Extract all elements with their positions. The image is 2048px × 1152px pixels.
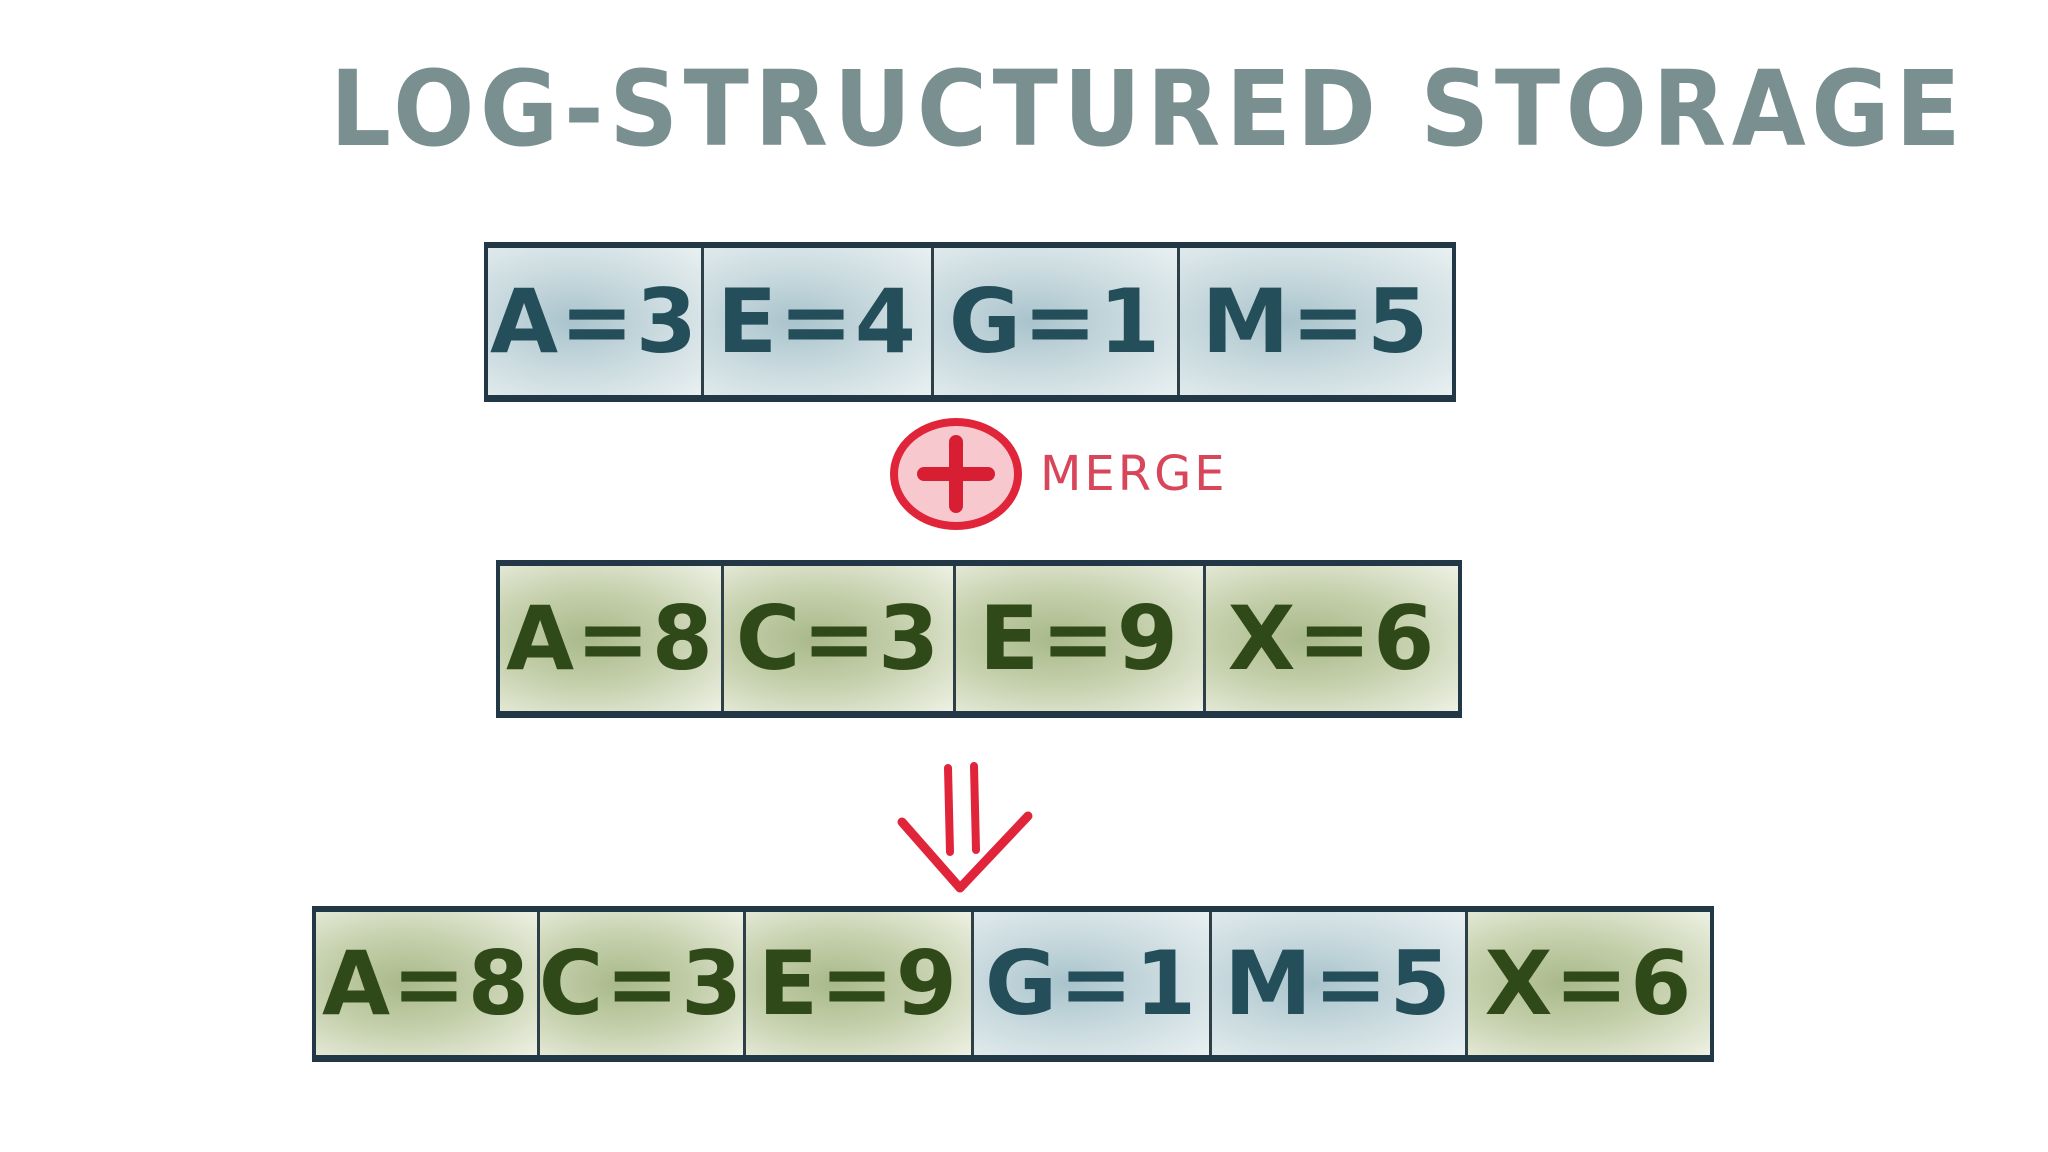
- segment-2-cell: A=8: [500, 566, 724, 711]
- merged-segment-cell: M=5: [1212, 912, 1468, 1055]
- double-down-arrow-icon: [897, 762, 1033, 893]
- segment-1-cell: A=3: [488, 248, 704, 395]
- merge-label: MERGE: [1040, 446, 1228, 502]
- diagram-title: LOG-STRUCTURED STORAGE: [330, 48, 1967, 170]
- merged-segment-cell: A=8: [316, 912, 540, 1055]
- segment-2: A=8 C=3 E=9 X=6: [496, 560, 1462, 718]
- merged-segment-cell: C=3: [539, 912, 746, 1055]
- segment-1-cell: E=4: [704, 248, 934, 395]
- merged-segment-cell: E=9: [746, 912, 974, 1055]
- segment-2-cell: E=9: [956, 566, 1206, 711]
- merged-segment-cell: X=6: [1468, 912, 1710, 1055]
- segment-2-cell: X=6: [1206, 566, 1458, 711]
- segment-1: A=3 E=4 G=1 M=5: [484, 242, 1456, 402]
- segment-1-cell: G=1: [934, 248, 1180, 395]
- segment-2-cell: C=3: [724, 566, 956, 711]
- segment-1-cell: M=5: [1180, 248, 1452, 395]
- merged-segment: A=8 C=3 E=9 G=1 M=5 X=6: [312, 906, 1714, 1062]
- plus-circle-icon: [890, 418, 1022, 530]
- merged-segment-cell: G=1: [974, 912, 1212, 1055]
